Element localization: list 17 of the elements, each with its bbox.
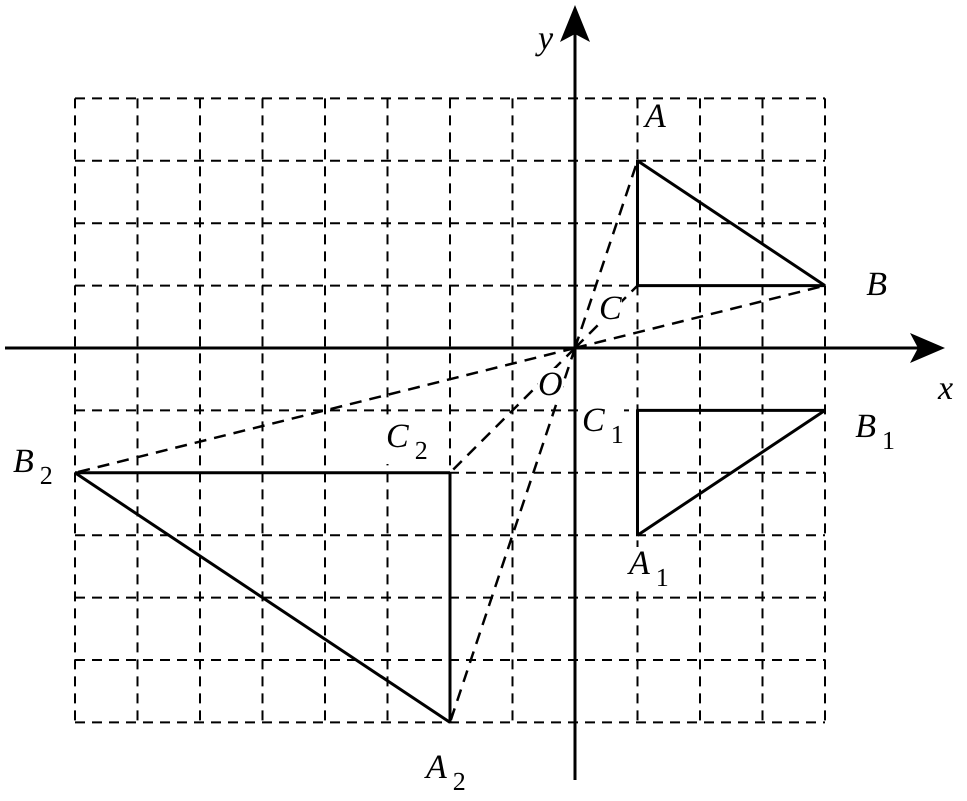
point-label: A bbox=[637, 100, 682, 160]
line-segment bbox=[636, 160, 639, 286]
axis-label: x bbox=[938, 372, 954, 406]
point-label: A$_{2}$ bbox=[420, 722, 482, 798]
line-segment bbox=[636, 160, 826, 287]
line-segment bbox=[636, 409, 826, 536]
line-segment bbox=[638, 408, 825, 412]
line-segment bbox=[74, 472, 451, 724]
point-label: O bbox=[532, 348, 575, 404]
line-segment bbox=[448, 472, 452, 722]
line-segment bbox=[636, 410, 639, 536]
point-label: A$_{1}$ bbox=[625, 535, 690, 593]
line-segment bbox=[75, 471, 450, 474]
line-segment bbox=[638, 284, 825, 288]
point-label: C bbox=[595, 285, 637, 328]
point-label: B bbox=[825, 265, 887, 305]
point-label: B$_{1}$ bbox=[825, 405, 895, 460]
